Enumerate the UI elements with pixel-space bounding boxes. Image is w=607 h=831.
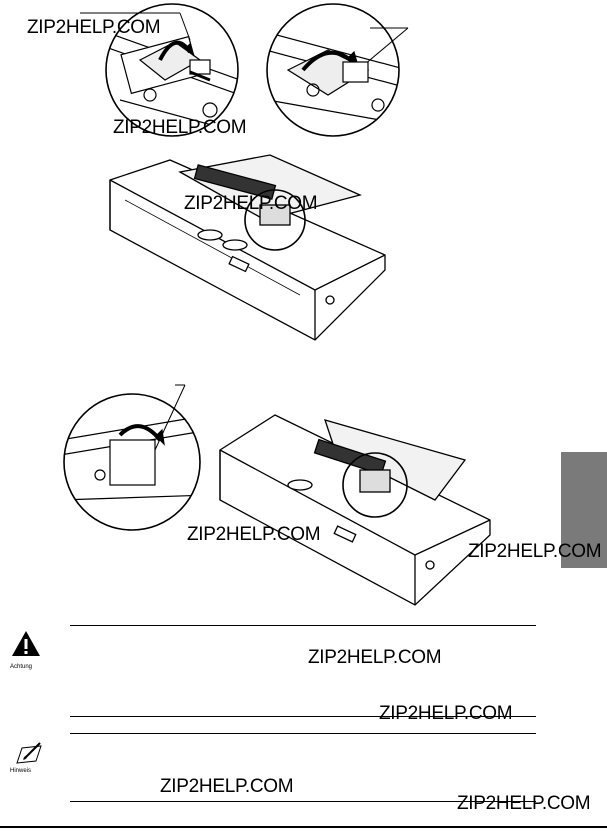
watermark: ZIP2HELP.COM [308,647,442,668]
warning-icon [12,631,40,656]
watermark: ZIP2HELP.COM [468,541,602,562]
note-rule-bottom [70,801,536,802]
watermark: ZIP2HELP.COM [457,793,591,814]
figure-detail-insert-left [80,3,239,137]
caution-label: Achtung [10,664,33,670]
watermark: ZIP2HELP.COM [187,524,321,545]
figure-printer-top [109,154,386,341]
caution-rule-top [70,625,536,626]
watermark: ZIP2HELP.COM [113,117,247,138]
note-label: Hinweis [10,768,32,774]
chapter-tab [561,452,607,568]
figure-printer-open [219,414,491,606]
watermark: ZIP2HELP.COM [160,776,294,797]
figure-detail-insert-3 [63,384,201,531]
note-rule-top [70,733,536,734]
watermark: ZIP2HELP.COM [27,17,161,38]
watermark: ZIP2HELP.COM [184,193,318,214]
page-footer-rule [0,826,607,828]
note-pen-icon [16,742,42,764]
figure-detail-insert-right [266,3,409,137]
caution-rule-bottom [70,716,536,717]
watermark: ZIP2HELP.COM [379,703,513,724]
